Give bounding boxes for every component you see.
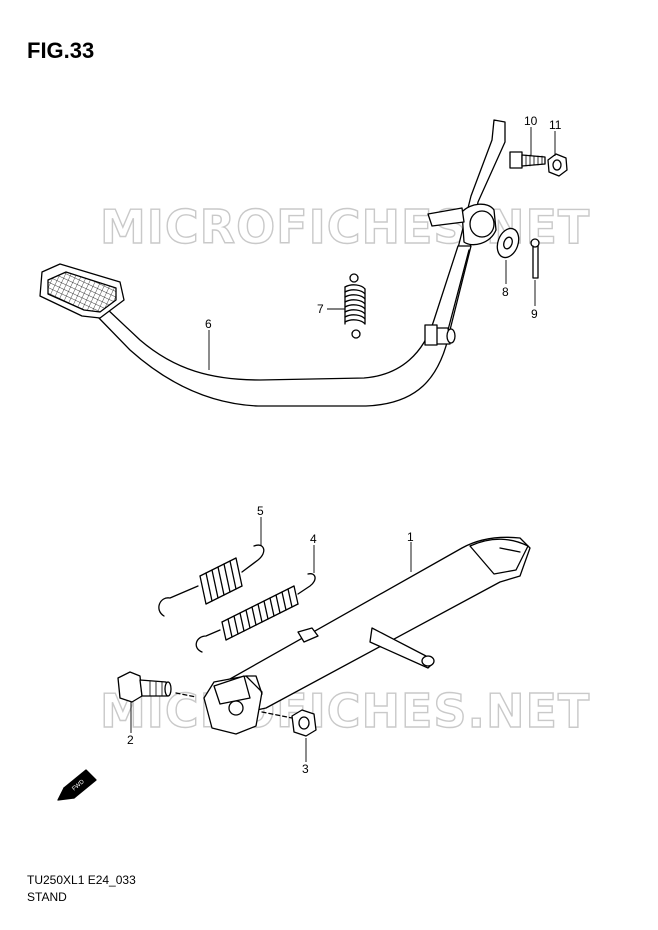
callout-10: 10 [524, 114, 538, 128]
callout-2: 2 [127, 733, 134, 747]
bolt-part-10 [509, 151, 546, 169]
stand-bolt-part-2 [117, 671, 172, 703]
callout-9: 9 [531, 307, 538, 321]
short-spring-part-5 [158, 544, 265, 617]
figure-code: TU250XL1 E24_033 [27, 873, 136, 887]
side-stand-part [203, 536, 531, 735]
brake-pedal-part [39, 119, 506, 407]
callout-8: 8 [502, 285, 509, 299]
callout-5: 5 [257, 504, 264, 518]
callout-1: 1 [407, 530, 414, 544]
dash-line-nut [261, 711, 293, 719]
figure-footer: TU250XL1 E24_033 STAND [27, 872, 136, 906]
figure-title: FIG.33 [27, 38, 95, 63]
callout-11: 11 [549, 118, 562, 132]
callout-4: 4 [310, 532, 317, 546]
dash-line-bolt [175, 692, 197, 698]
pedal-spring-part-7 [344, 273, 366, 339]
callout-3: 3 [302, 762, 309, 776]
nut-part-11 [547, 153, 568, 177]
long-spring-part-4 [195, 573, 316, 653]
callout-7: 7 [317, 302, 324, 316]
figure-caption: STAND [27, 890, 67, 904]
washer-part-8 [496, 227, 520, 259]
cotter-pin-part-9 [530, 238, 540, 279]
callout-6: 6 [205, 317, 212, 331]
nut-part-3 [291, 709, 317, 737]
watermark-lower: MICROFICHES.NET [100, 684, 590, 738]
fwd-direction-badge [57, 769, 97, 801]
